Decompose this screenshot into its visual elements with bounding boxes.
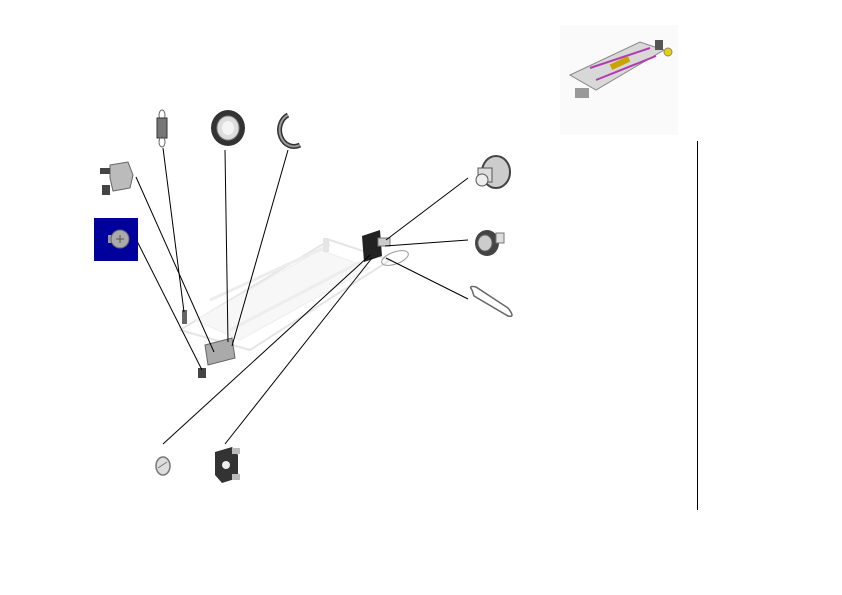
clip-icon[interactable] xyxy=(155,456,171,476)
pulley-icon[interactable] xyxy=(475,155,511,189)
leader-lines xyxy=(135,147,469,445)
panel-divider xyxy=(697,141,698,510)
frame-bracket-icon[interactable] xyxy=(215,447,240,483)
assembly-motor-plate xyxy=(362,230,409,266)
belt-icon[interactable] xyxy=(469,285,513,318)
gear-pulley-icon[interactable] xyxy=(475,230,505,256)
assembly-bracket xyxy=(182,310,236,378)
bracket-icon[interactable] xyxy=(100,161,134,195)
spring-icon[interactable] xyxy=(156,109,168,148)
assembly-thumbnail[interactable] xyxy=(560,25,678,135)
screw-icon[interactable] xyxy=(94,218,138,261)
bearing-icon[interactable] xyxy=(211,110,245,146)
e-ring-icon[interactable] xyxy=(277,112,302,149)
